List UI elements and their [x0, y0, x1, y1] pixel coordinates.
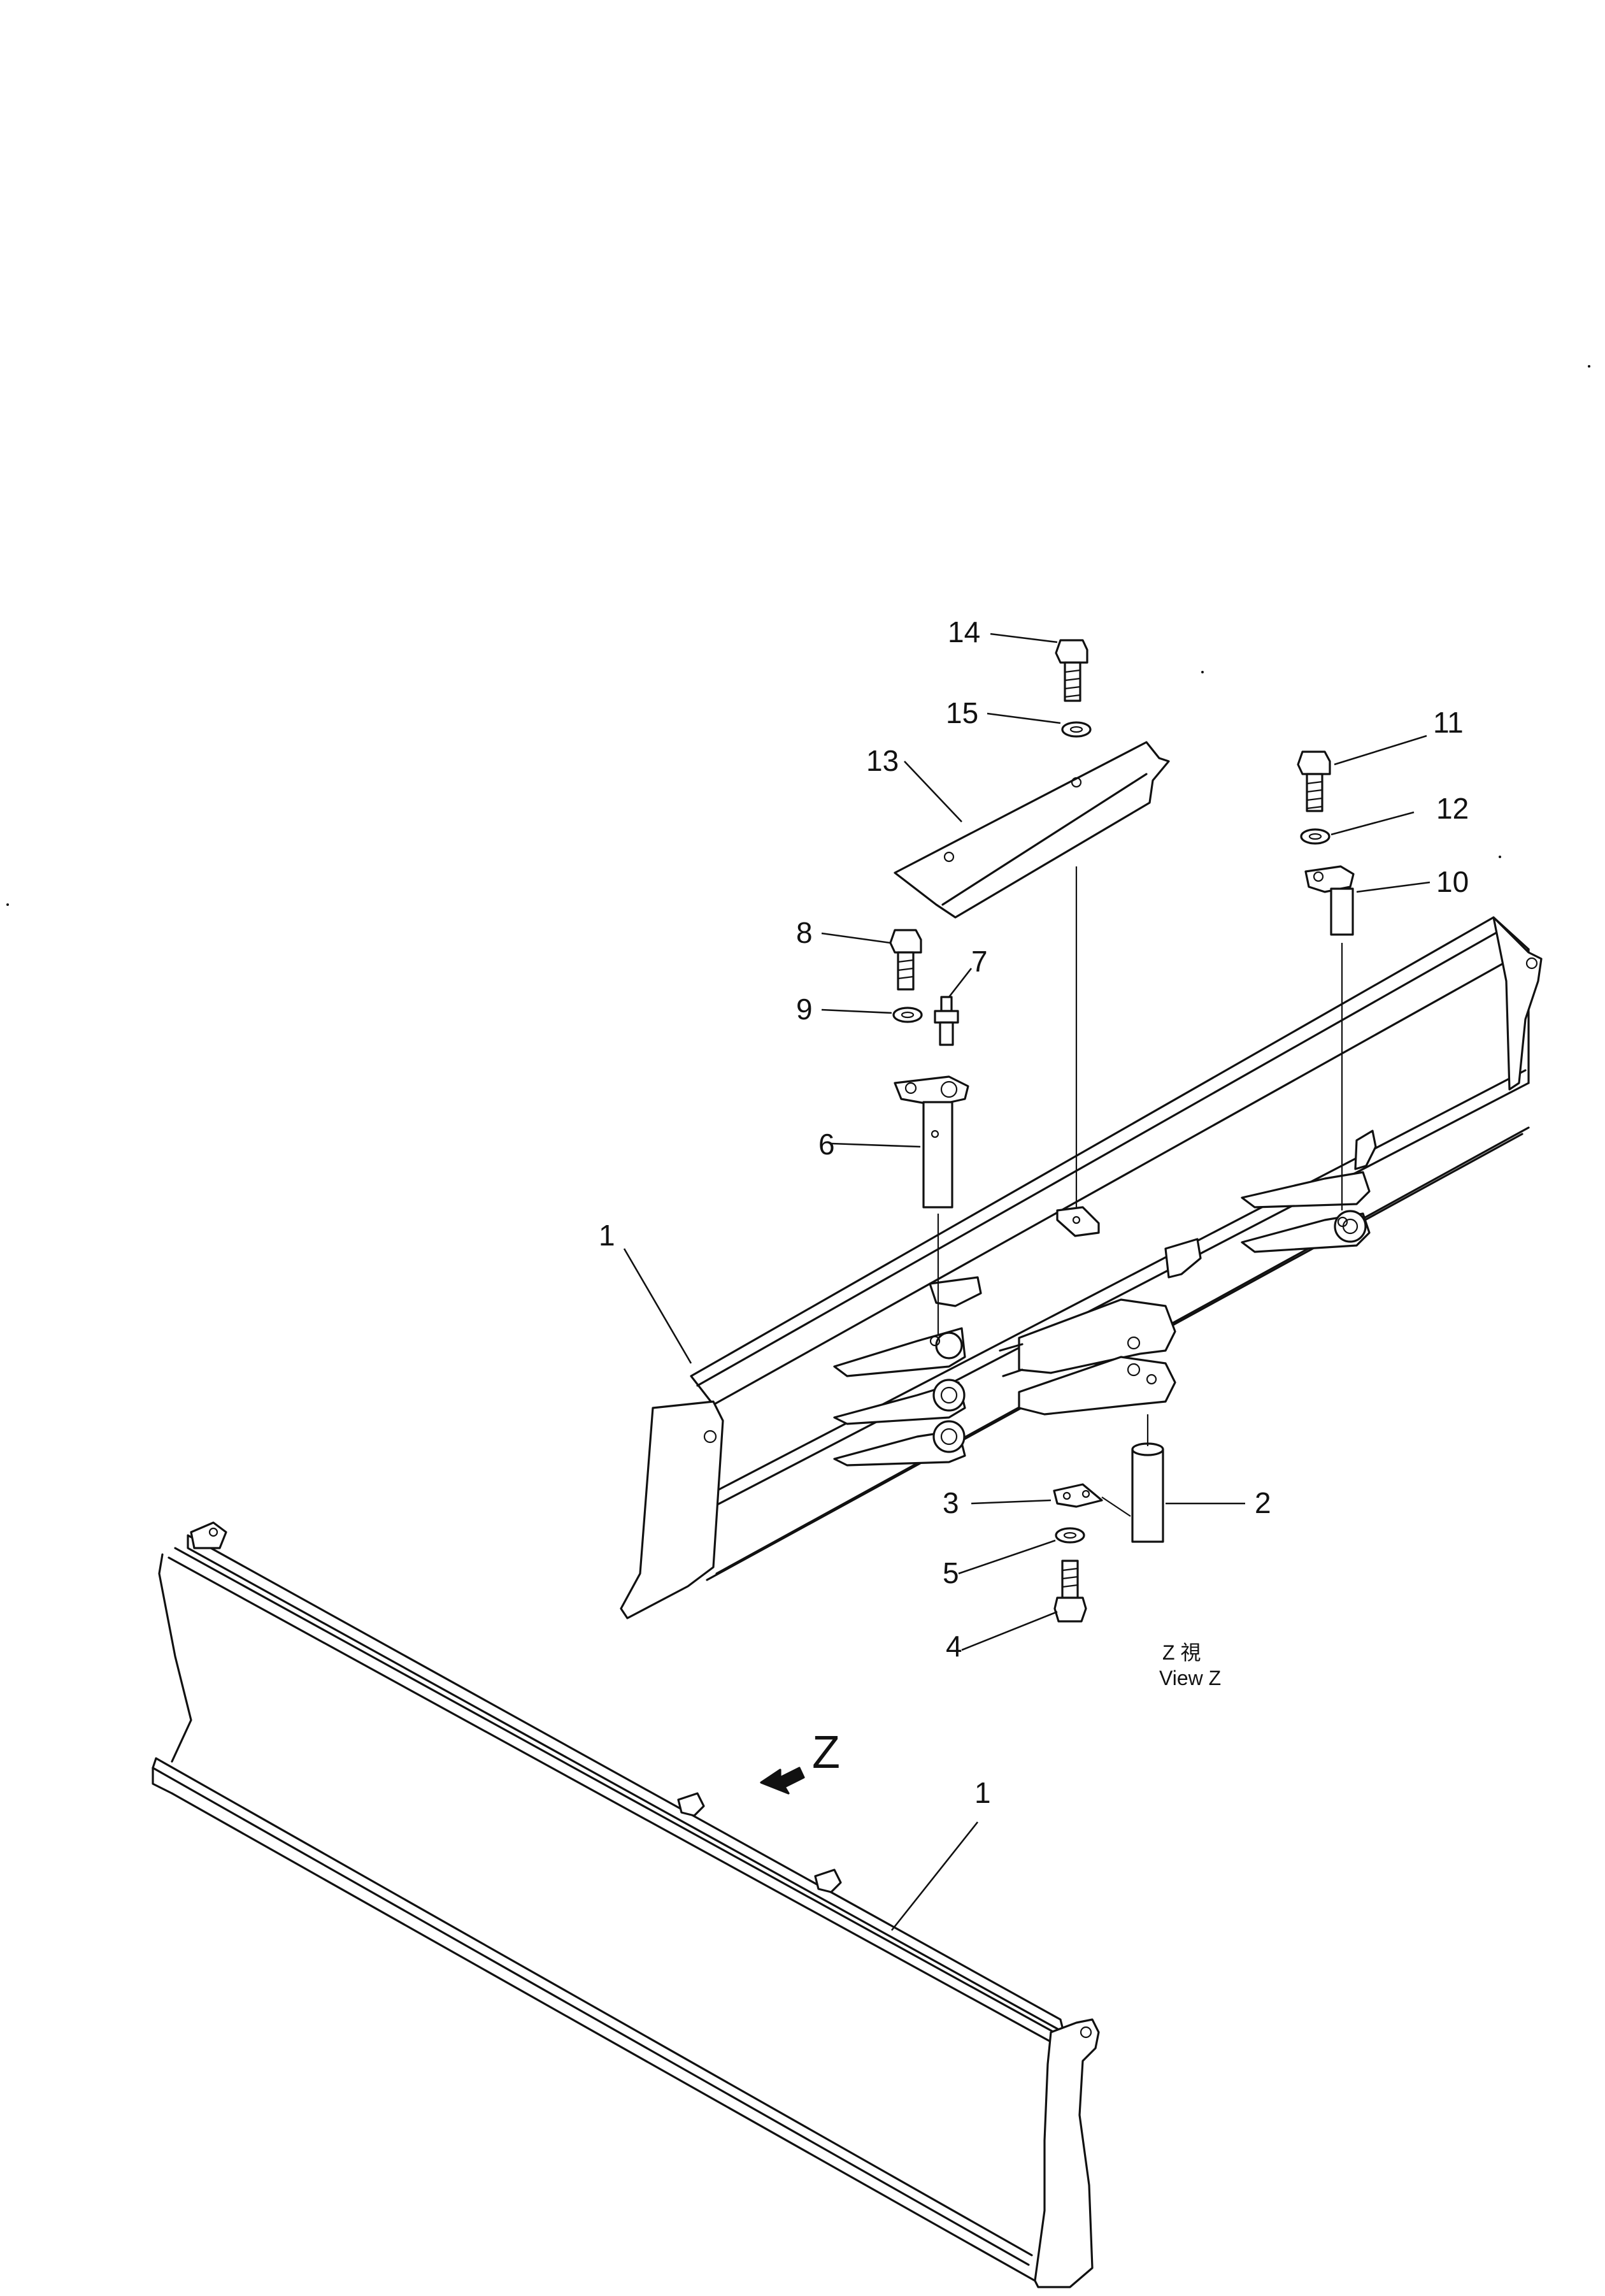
assembly-lines	[937, 866, 1343, 1517]
bolt-14	[1055, 639, 1088, 702]
bolt-11	[1297, 750, 1331, 812]
shim-plate	[1056, 1206, 1100, 1237]
cover-plate-13	[894, 741, 1170, 919]
bolt-4	[1053, 1560, 1087, 1623]
label-4: 4	[946, 1630, 962, 1663]
washer-9	[892, 1007, 923, 1023]
view-caption-en: View Z	[1159, 1667, 1221, 1690]
label-15: 15	[946, 696, 978, 729]
label-1-upper: 1	[599, 1219, 615, 1252]
label-7: 7	[971, 945, 988, 978]
pin-10	[1304, 865, 1355, 936]
label-5: 5	[943, 1556, 959, 1589]
view-caption: Z 視 View Z	[1159, 1641, 1221, 1690]
label-12: 12	[1436, 792, 1469, 825]
label-10: 10	[1436, 865, 1469, 898]
washer-15	[1061, 721, 1092, 738]
blade-rear-view	[620, 916, 1543, 1619]
label-1-lower: 1	[974, 1776, 991, 1809]
view-arrow-label: Z	[812, 1727, 840, 1778]
washer-5	[1055, 1527, 1085, 1544]
label-11: 11	[1433, 706, 1464, 739]
label-6: 6	[818, 1128, 835, 1161]
bolt-8	[889, 929, 922, 991]
center-bracket-cluster	[999, 1238, 1202, 1416]
plate-3	[1053, 1483, 1103, 1508]
view-caption-jp: Z 視	[1162, 1641, 1201, 1664]
label-9: 9	[796, 993, 813, 1026]
view-arrow-z: Z	[760, 1727, 840, 1795]
part-labels: 14 15 13 8 9 7 6 11 12 10 1 3 5 4 2 1	[599, 615, 1469, 1809]
label-14: 14	[948, 615, 980, 649]
pin-2	[1131, 1442, 1164, 1543]
label-2: 2	[1255, 1486, 1271, 1519]
grease-fitting-7	[934, 996, 959, 1046]
blade-front-view	[152, 1521, 1100, 2288]
pin-6	[894, 1075, 969, 1209]
label-13: 13	[866, 744, 899, 777]
washer-12	[1300, 828, 1330, 845]
label-3: 3	[943, 1486, 959, 1519]
right-bracket-cluster	[1241, 1130, 1377, 1253]
leader-lines	[623, 633, 1430, 1931]
scan-specks	[6, 365, 1590, 906]
label-8: 8	[796, 916, 813, 949]
left-bracket-cluster	[833, 1276, 982, 1467]
